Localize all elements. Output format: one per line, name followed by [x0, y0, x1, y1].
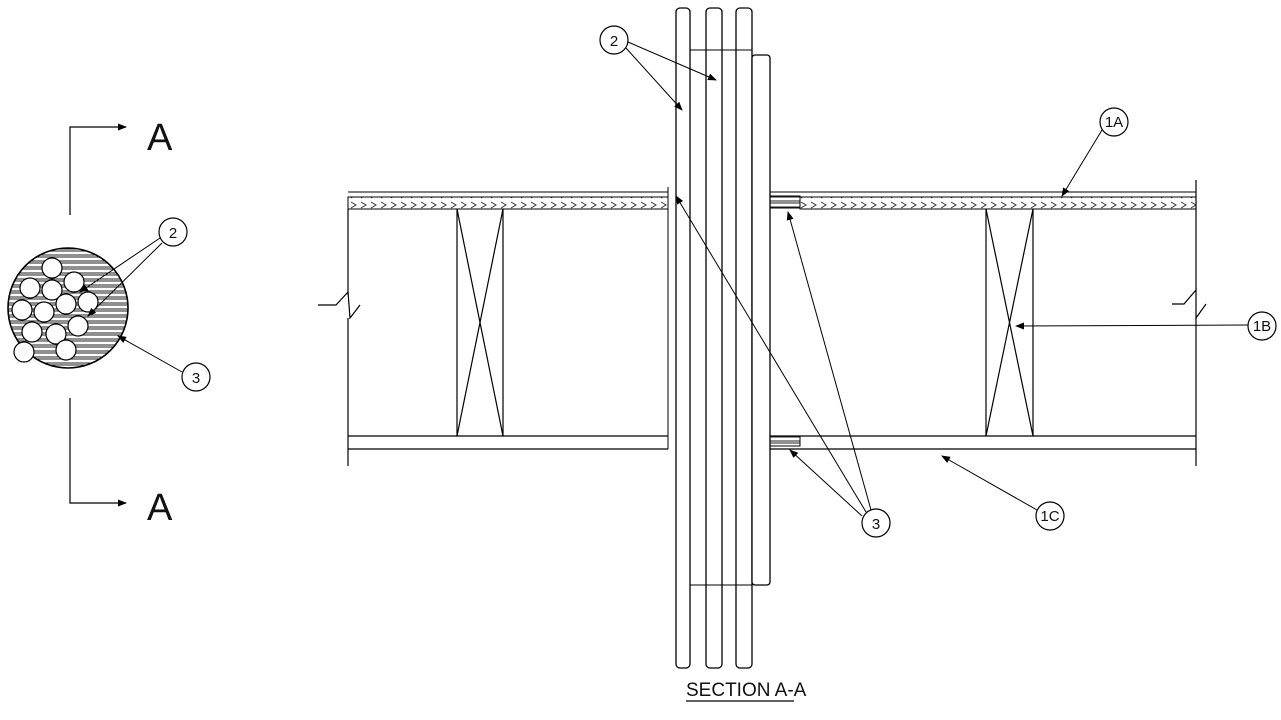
- leader-line: [1061, 129, 1103, 197]
- leader-line: [675, 195, 867, 513]
- cable-circle: [21, 321, 43, 343]
- section-letter-top: A: [147, 117, 173, 159]
- cable-bundle-section: [675, 7, 771, 669]
- sealant-bottom: [769, 435, 801, 447]
- cable-circle: [55, 339, 77, 361]
- section-cut-line-top: [69, 123, 127, 215]
- cable-sleeve: [751, 54, 771, 586]
- callout-bubble: [1035, 501, 1065, 531]
- cable-middle: [705, 7, 723, 669]
- break-line-left: [318, 290, 361, 320]
- cable-circle: [45, 323, 67, 345]
- cable-circle: [41, 279, 63, 301]
- section-cut-line-bottom: [69, 398, 127, 507]
- callout-bubble: [158, 217, 188, 247]
- cable-circle: [11, 299, 33, 321]
- floor-top-layer-left: [347, 196, 669, 210]
- sealant-top: [769, 195, 801, 209]
- joist-left: [456, 208, 504, 437]
- callout-label-1a: 1A: [1105, 114, 1123, 131]
- cable-circle: [19, 277, 41, 299]
- callout-bubble: [599, 25, 629, 55]
- floor-top-layer-right: [799, 196, 1197, 210]
- section-title: SECTION A-A: [686, 680, 807, 701]
- callout-label-1c: 1C: [1040, 508, 1059, 525]
- section-view: 2 1A 1B 1C 3 SECTION A-A: [318, 7, 1277, 702]
- leader-line: [627, 41, 717, 81]
- leader-line: [786, 211, 872, 511]
- break-line-right: [1172, 288, 1207, 320]
- callout-bubble: [1099, 107, 1129, 137]
- leader-line: [941, 455, 1038, 511]
- cable-circle: [13, 341, 35, 363]
- section-letter-bottom: A: [147, 487, 173, 529]
- leader-line: [87, 242, 163, 317]
- callout-label-3-section: 3: [872, 516, 880, 533]
- callout-bubble: [861, 508, 891, 538]
- cable-circle: [67, 315, 89, 337]
- cable-circle: [63, 271, 85, 293]
- callout-label-3-plan: 3: [192, 370, 200, 387]
- cable-inner: [735, 7, 753, 669]
- leader-line: [1015, 322, 1249, 330]
- leader-line: [789, 449, 863, 517]
- callout-bubble: [181, 362, 211, 392]
- cable-circle: [41, 257, 63, 279]
- cable-circle: [55, 293, 77, 315]
- callout-bubble: [1247, 311, 1277, 341]
- cable-group-plan: [11, 257, 99, 363]
- leader-line: [79, 237, 161, 293]
- callout-label-1b: 1B: [1253, 318, 1271, 335]
- leader-line: [625, 47, 683, 111]
- joist-right: [985, 208, 1034, 437]
- callout-label-2-section: 2: [610, 33, 618, 50]
- plan-view: A 2 3 A: [7, 117, 211, 529]
- cable-circle: [33, 301, 55, 323]
- leader-line: [117, 335, 183, 373]
- cable-outer-left: [675, 7, 691, 669]
- callout-label-2-plan: 2: [169, 225, 177, 242]
